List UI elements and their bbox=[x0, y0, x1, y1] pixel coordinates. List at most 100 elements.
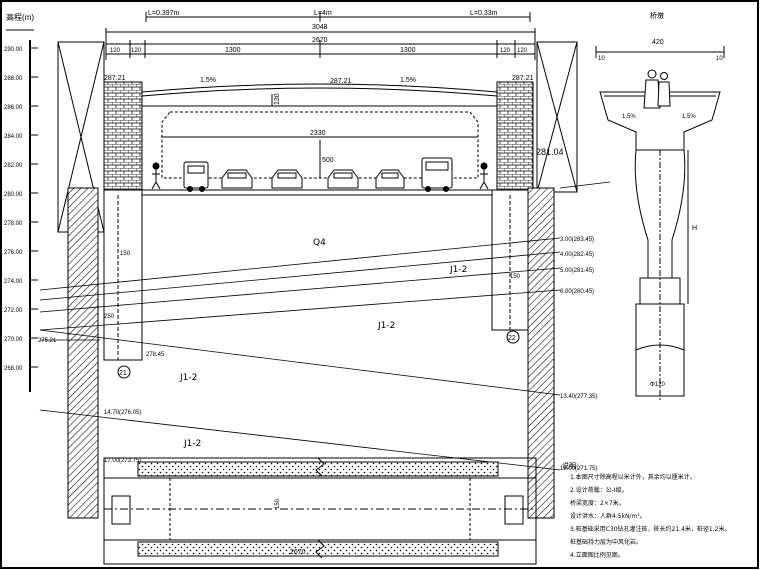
pile-right-outer bbox=[527, 187, 555, 519]
elevation-scale: 高程(m) 290.00 288.00 286.00 284.00 282.00 280.… bbox=[4, 12, 38, 392]
person-icon bbox=[643, 69, 671, 109]
note-line: 设计洪水：人群4.5kN/m²。 bbox=[570, 512, 646, 520]
dim-right-part-1: 120 bbox=[500, 48, 511, 54]
elevation-label: 288.00 bbox=[4, 76, 23, 82]
soil-layer-lines bbox=[39, 181, 611, 471]
note-line: 桥梁宽度：2×7米。 bbox=[570, 499, 625, 507]
car-icon bbox=[375, 169, 405, 189]
elevation-label: 290.00 bbox=[4, 47, 23, 53]
pile-dim: 150 bbox=[510, 274, 521, 280]
pedestrian-icon bbox=[151, 162, 161, 190]
abutment-left bbox=[103, 81, 143, 191]
notes: 说明： 1.本图尺寸除高程以米计外，其余均以厘米计。 2.设计荷载：公-I级。 … bbox=[562, 461, 730, 559]
clear-height: 500 bbox=[322, 157, 334, 164]
dim-left-part-1: 120 bbox=[110, 48, 121, 54]
scale-title: 高程(m) bbox=[6, 12, 34, 22]
pier-top-width: 420 bbox=[652, 39, 664, 46]
slope-left: 1.5% bbox=[200, 77, 216, 84]
note-line: 桩基础持力层为中风化岩。 bbox=[570, 538, 642, 546]
pile-number-circle bbox=[117, 365, 131, 379]
car-icon bbox=[327, 169, 359, 189]
pier-slope-right: 1.5% bbox=[682, 114, 696, 120]
soil-layer-3: J1-2 bbox=[179, 373, 197, 383]
pedestrian-icon bbox=[479, 162, 489, 190]
plan-width: 2670 bbox=[290, 549, 306, 556]
soil-layer-1: J1-2 bbox=[449, 265, 467, 275]
layer-label: 14.70(276.05) bbox=[104, 410, 141, 416]
pile-dim: 150 bbox=[275, 498, 281, 509]
dim-mid-right: 1300 bbox=[400, 47, 416, 54]
bridge-deck bbox=[141, 83, 498, 196]
bus-icon bbox=[421, 157, 453, 192]
note-line: 2.设计荷载：公-I级。 bbox=[570, 486, 628, 494]
elevation-label: 284.00 bbox=[4, 134, 23, 140]
clear-width: 2330 bbox=[310, 130, 326, 137]
elevation-label: 280.00 bbox=[4, 192, 23, 198]
soil-layer-4: J1-2 bbox=[183, 439, 201, 449]
notes-header: 说明： bbox=[562, 461, 583, 470]
road-level: 287.21 bbox=[330, 78, 352, 85]
pier-slope-left: 1.5% bbox=[622, 114, 636, 120]
pile-dim: 150 bbox=[120, 251, 131, 257]
dim-top-left: L=0.397m bbox=[148, 10, 179, 17]
elevation-label: 268.00 bbox=[4, 366, 23, 372]
elevation-label: 276.00 bbox=[4, 250, 23, 256]
note-line: 3.桩基础采用C30钻孔灌注桩，桩长约21.4米，桩径1.2米。 bbox=[570, 525, 730, 533]
left-level: 287.21 bbox=[104, 75, 126, 82]
dim-top-right: L=0.33m bbox=[470, 10, 498, 17]
pile-number-left: 21 bbox=[119, 370, 127, 377]
pile-bottom-level: 275.21 bbox=[38, 338, 57, 344]
layer-labels: 3.00(283.45) 4.00(282.45) 5.00(281.45) 6… bbox=[104, 237, 597, 472]
note-line: 1.本图尺寸除高程以米计外，其余均以厘米计。 bbox=[570, 473, 696, 481]
pier-side-dim: 10 bbox=[598, 56, 605, 62]
pile-dim: 250 bbox=[104, 314, 115, 320]
pier-detail bbox=[595, 46, 725, 400]
pier-pile-dia: Φ120 bbox=[650, 382, 665, 388]
embankment-right bbox=[536, 41, 578, 193]
dim-left-part-2: 120 bbox=[131, 48, 142, 54]
dim-total-width: 3048 bbox=[312, 24, 328, 31]
layer-label: 3.00(283.45) bbox=[560, 237, 594, 243]
pile-number-circle bbox=[506, 330, 520, 344]
layer-label: 6.00(280.45) bbox=[560, 289, 594, 295]
elevation-label: 270.00 bbox=[4, 337, 23, 343]
abutment-right bbox=[496, 81, 534, 191]
dim-mid-left: 1300 bbox=[225, 47, 241, 54]
deck-thickness: 130 bbox=[274, 93, 281, 105]
dim-right-part-2: 120 bbox=[517, 48, 528, 54]
pile-number-right: 22 bbox=[508, 335, 516, 342]
pier-height: H bbox=[692, 225, 697, 232]
layer-label: 17.00(273.75) bbox=[104, 458, 141, 464]
vehicles bbox=[151, 157, 489, 192]
note-line: 4.立面图比例见图。 bbox=[570, 551, 624, 559]
dim-span-width: 2670 bbox=[312, 37, 328, 44]
ground-level: 281.04 bbox=[536, 147, 564, 157]
elevation-label: 282.00 bbox=[4, 163, 23, 169]
top-dimensions bbox=[105, 12, 536, 60]
layer-label: 4.00(282.45) bbox=[560, 252, 594, 258]
water-mark: Q4 bbox=[313, 238, 326, 248]
pier-title: 桥墩 bbox=[650, 11, 664, 20]
car-icon bbox=[271, 169, 303, 189]
pile-top-level: 278.45 bbox=[146, 352, 165, 358]
elevation-label: 272.00 bbox=[4, 308, 23, 314]
elevation-label: 274.00 bbox=[4, 279, 23, 285]
pier-side-dim: 10 bbox=[716, 56, 723, 62]
layer-label: 13.40(277.35) bbox=[560, 394, 597, 400]
pile-left-inner bbox=[103, 189, 143, 361]
soil-layer-2: J1-2 bbox=[377, 321, 395, 331]
pile-left-outer bbox=[67, 187, 99, 519]
slope-right: 1.5% bbox=[400, 77, 416, 84]
elevation-label: 286.00 bbox=[4, 105, 23, 111]
right-level: 287.21 bbox=[512, 75, 534, 82]
layer-label: 19.00(271.75) bbox=[560, 466, 597, 472]
car-icon bbox=[221, 169, 253, 189]
truck-icon bbox=[183, 161, 209, 192]
plan-view bbox=[103, 457, 537, 565]
dim-top-mid: L=4m bbox=[314, 10, 332, 17]
layer-label: 5.00(281.45) bbox=[560, 268, 594, 274]
elevation-label: 278.00 bbox=[4, 221, 23, 227]
